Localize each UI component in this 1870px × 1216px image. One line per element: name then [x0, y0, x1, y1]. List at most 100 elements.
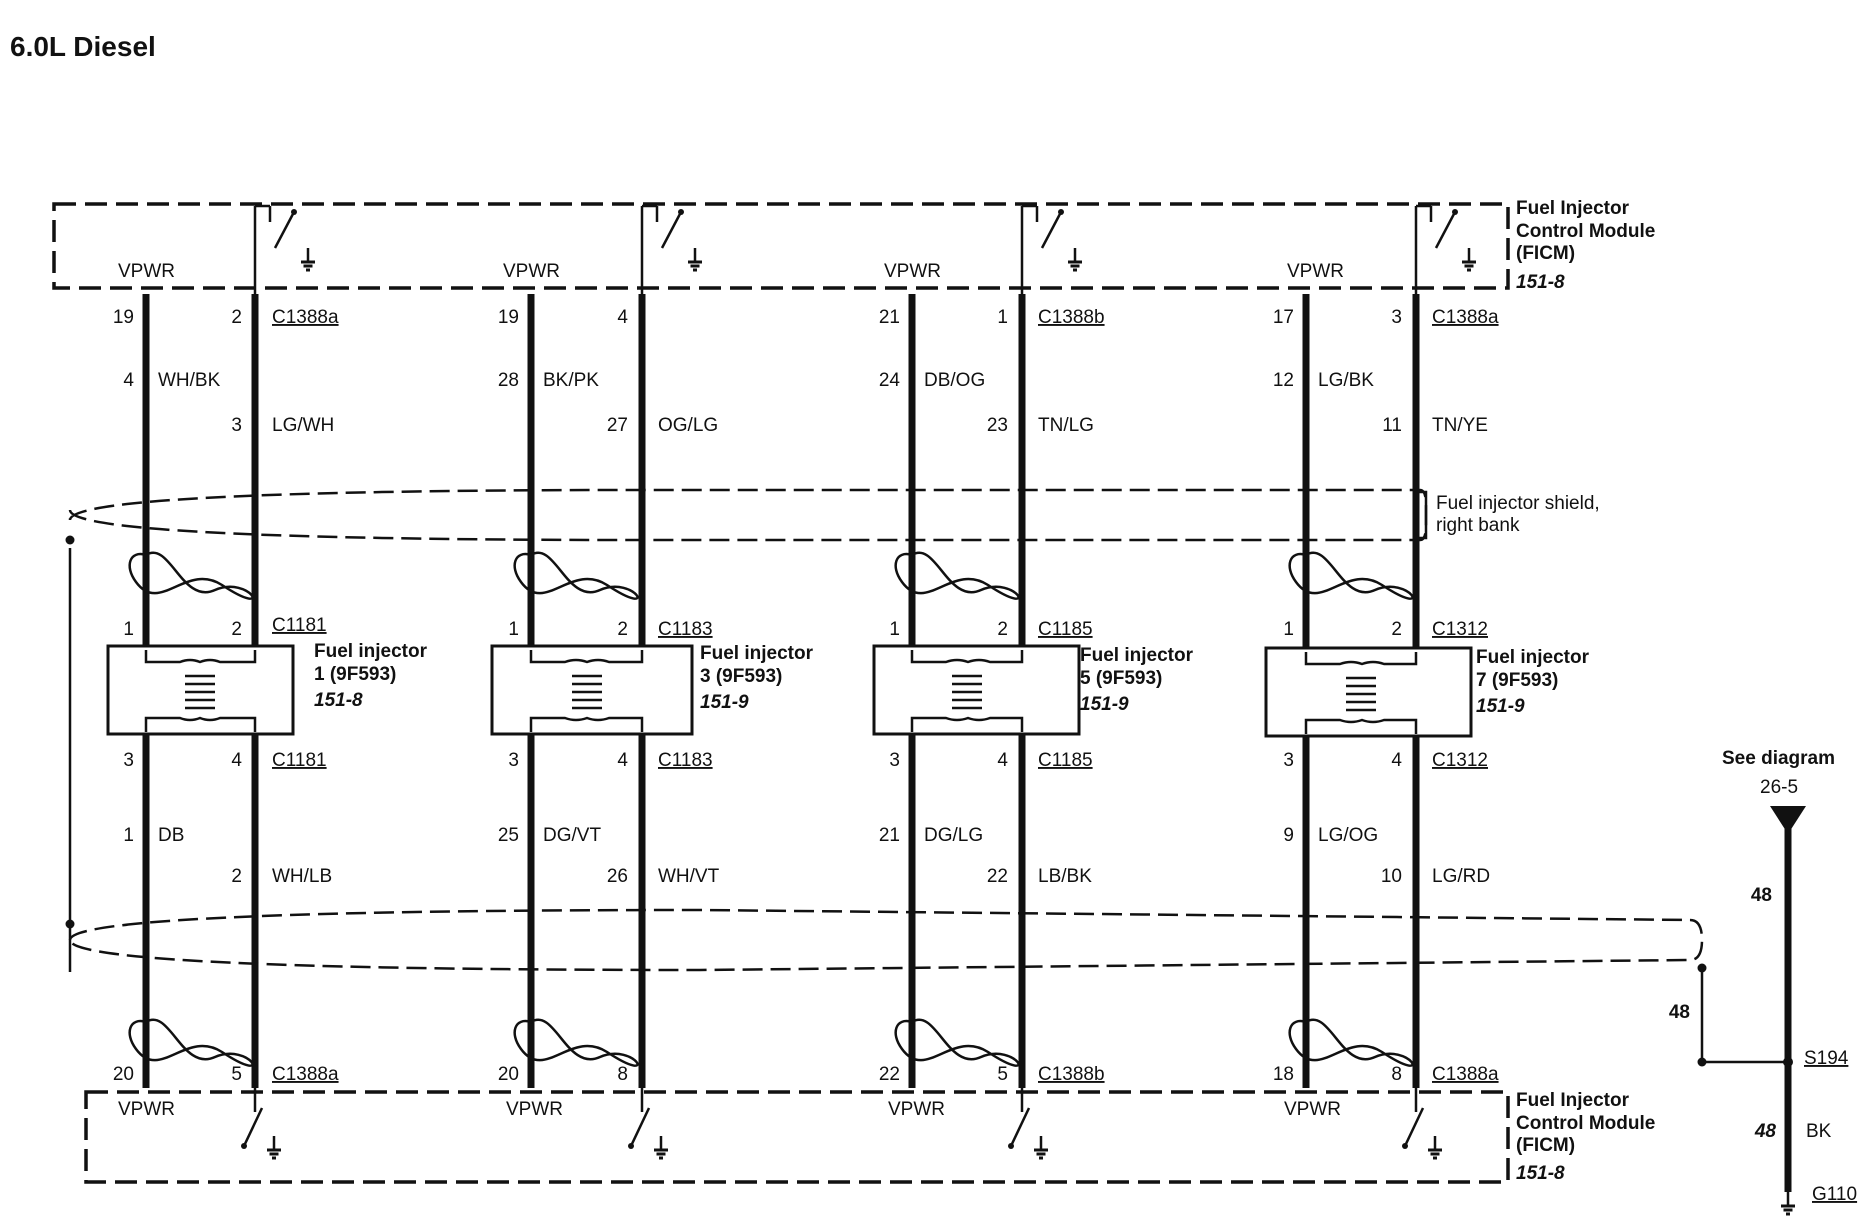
circuit-number: 2 — [231, 866, 242, 887]
circuit-number: 27 — [607, 415, 628, 436]
connector-label: C1388a — [1432, 1064, 1499, 1085]
wire-color: DG/LG — [924, 825, 983, 846]
pin-label: 5 — [997, 1064, 1008, 1085]
pin-label: 3 — [123, 750, 134, 771]
connector-label: C1185 — [1038, 619, 1093, 640]
connector-label: C1312 — [1432, 619, 1488, 640]
injector-7-labels: 17 3 C1388a 12 LG/BK 11 TN/YE 1 2 C1312 … — [1273, 307, 1590, 1085]
see-diagram-label: See diagram — [1722, 748, 1835, 769]
circuit-number: 4 — [123, 370, 134, 391]
connector-label: C1183 — [658, 750, 713, 771]
pin-label: 1 — [889, 619, 900, 640]
svg-text:151-8: 151-8 — [1516, 272, 1565, 293]
svg-text:151-8: 151-8 — [1516, 1163, 1565, 1184]
injector-name: Fuel injector — [700, 643, 814, 664]
connector-label: C1181 — [272, 750, 327, 771]
circuit-number: 11 — [1382, 415, 1402, 436]
connector-label: C1388b — [1038, 307, 1105, 328]
pin-label: 3 — [889, 750, 900, 771]
pin-label: 2 — [231, 619, 242, 640]
pin-label: 20 — [498, 1064, 519, 1085]
wire-color: WH/VT — [658, 866, 720, 887]
diagram-ref: 26-5 — [1760, 777, 1798, 798]
connector-label: C1312 — [1432, 750, 1488, 771]
svg-text:Control Module: Control Module — [1516, 1113, 1655, 1134]
vpwr-top-5: VPWR — [884, 261, 941, 282]
pin-label: 5 — [231, 1064, 242, 1085]
circuit-number: 9 — [1283, 825, 1294, 846]
pin-label: 19 — [498, 307, 519, 328]
pin-label: 4 — [617, 750, 628, 771]
vpwr-top-7: VPWR — [1287, 261, 1344, 282]
pin-label: 8 — [1391, 1064, 1402, 1085]
wire-color: LB/BK — [1038, 866, 1092, 887]
circuit-number: 3 — [231, 415, 242, 436]
injector-circuit-5 — [872, 204, 1084, 1160]
ficm-top-label: Fuel Injector Control Module (FICM) 151-… — [1516, 198, 1655, 293]
connector-label: C1388b — [1038, 1064, 1105, 1085]
pin-label: 21 — [879, 307, 900, 328]
connector-label: C1183 — [658, 619, 713, 640]
wire-color: DG/VT — [543, 825, 601, 846]
svg-text:(FICM): (FICM) — [1516, 243, 1575, 264]
splice-label: S194 — [1804, 1048, 1849, 1069]
wire-color: DB/OG — [924, 370, 985, 391]
wire-color: WH/BK — [158, 370, 221, 391]
wire-color: LG/RD — [1432, 866, 1490, 887]
wire-color: LG/OG — [1318, 825, 1378, 846]
pin-label: 4 — [231, 750, 242, 771]
circuit-number: 1 — [123, 825, 134, 846]
injector-name: Fuel injector — [1476, 647, 1590, 668]
circuit-number: 48 — [1754, 1121, 1777, 1142]
pin-label: 4 — [1391, 750, 1402, 771]
pin-label: 20 — [113, 1064, 134, 1085]
pin-label: 2 — [1391, 619, 1402, 640]
pin-label: 22 — [879, 1064, 900, 1085]
circuit-number: 21 — [879, 825, 900, 846]
page-title: 6.0L Diesel — [10, 31, 156, 62]
fuel-injector-shield-label: Fuel injector shield, right bank — [1436, 493, 1600, 536]
circuit-number: 23 — [987, 415, 1008, 436]
circuit-number: 24 — [879, 370, 901, 391]
ficm-bottom-label: Fuel Injector Control Module (FICM) 151-… — [1516, 1090, 1655, 1184]
vpwr-bottom-1: VPWR — [118, 1099, 175, 1120]
pin-label: 18 — [1273, 1064, 1294, 1085]
pin-label: 2 — [231, 307, 242, 328]
wire-color: BK/PK — [543, 370, 599, 391]
svg-text:Fuel Injector: Fuel Injector — [1516, 1090, 1630, 1111]
injector-name: Fuel injector — [314, 641, 428, 662]
pin-label: 3 — [1391, 307, 1402, 328]
injector-1-labels: 19 2 C1388a 4 WH/BK 3 LG/WH 1 2 C1181 Fu… — [113, 307, 428, 1085]
wire-color: DB — [158, 825, 184, 846]
pin-label: 17 — [1273, 307, 1294, 328]
wire-color: OG/LG — [658, 415, 718, 436]
wire-color: TN/YE — [1432, 415, 1488, 436]
pin-label: 3 — [1283, 750, 1294, 771]
circuit-number: 12 — [1273, 370, 1294, 391]
svg-text:Control Module: Control Module — [1516, 221, 1655, 242]
pin-label: 1 — [508, 619, 519, 640]
injector-ref: 151-8 — [314, 690, 363, 711]
ficm-bottom-box — [84, 1090, 1510, 1184]
ground-circuit: See diagram 26-5 48 48 S194 48 BK G110 — [1669, 748, 1857, 1216]
circuit-number: 48 — [1669, 1002, 1690, 1023]
circuit-number: 10 — [1381, 866, 1402, 887]
injector-shield-lower — [65, 548, 1707, 973]
injector-circuit-3 — [490, 204, 704, 1160]
wire-color: WH/LB — [272, 866, 332, 887]
wire-color: BK — [1806, 1121, 1832, 1142]
pin-label: 1 — [1283, 619, 1294, 640]
connector-label: C1388a — [1432, 307, 1499, 328]
injector-shield-upper — [65, 488, 1428, 545]
vpwr-bottom-3: VPWR — [506, 1099, 563, 1120]
pin-label: 2 — [997, 619, 1008, 640]
circuit-number: 48 — [1751, 885, 1772, 906]
pin-label: 1 — [123, 619, 134, 640]
injector-ref: 151-9 — [1476, 696, 1525, 717]
svg-text:Fuel Injector: Fuel Injector — [1516, 198, 1630, 219]
injector-number: 5 (9F593) — [1080, 668, 1162, 689]
injector-number: 3 (9F593) — [700, 666, 782, 687]
injector-number: 7 (9F593) — [1476, 670, 1558, 691]
wire-color: LG/BK — [1318, 370, 1374, 391]
